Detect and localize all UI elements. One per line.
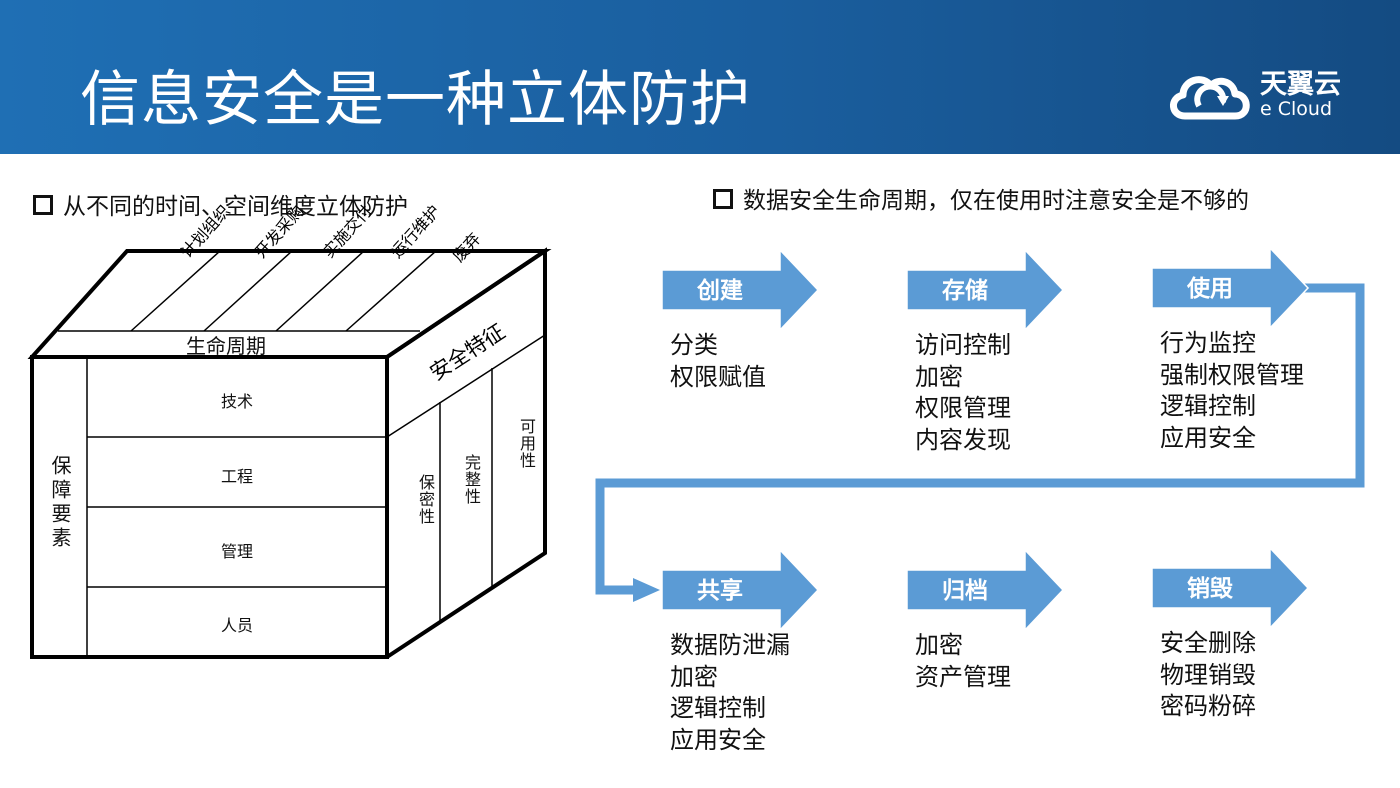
stage-use-items: 行为监控 强制权限管理 逻辑控制 应用安全 bbox=[1160, 328, 1304, 454]
list-item: 权限赋值 bbox=[670, 362, 766, 391]
stage-archive-items: 加密 资产管理 bbox=[915, 630, 1011, 693]
list-item: 权限管理 bbox=[915, 394, 1011, 422]
arrow-shape-share bbox=[661, 548, 820, 632]
feature-availability: 可用性 bbox=[517, 418, 536, 469]
arrow-shape-store bbox=[906, 248, 1065, 332]
list-item: 逻辑控制 bbox=[670, 694, 766, 722]
list-item: 资产管理 bbox=[915, 662, 1011, 691]
stage-create-label: 创建 bbox=[697, 278, 743, 304]
list-item: 行为监控 bbox=[1160, 329, 1256, 357]
lifecycle-label: 生命周期 bbox=[186, 334, 266, 358]
stage-store-label: 存储 bbox=[942, 278, 988, 304]
arrow-shape-create bbox=[661, 248, 820, 332]
stage-store-items: 访问控制 加密 权限管理 内容发现 bbox=[915, 330, 1011, 456]
side-label: 保障要素 bbox=[48, 455, 72, 551]
list-item: 访问控制 bbox=[915, 331, 1011, 359]
header-banner: 信息安全是一种立体防护 天翼云 e Cloud bbox=[0, 0, 1400, 154]
list-item: 密码粉碎 bbox=[1160, 692, 1256, 720]
row-label-engineering: 工程 bbox=[220, 467, 253, 486]
cloud-logo-icon bbox=[1170, 76, 1250, 120]
right-heading: 数据安全生命周期，仅在使用时注意安全是不够的 bbox=[713, 186, 1249, 216]
flow-connector-arrowhead bbox=[633, 578, 660, 602]
stage-share-items: 数据防泄漏 加密 逻辑控制 应用安全 bbox=[670, 630, 790, 756]
stage-create-items: 分类 权限赋值 bbox=[670, 330, 766, 393]
stage-share-label: 共享 bbox=[697, 578, 743, 604]
list-item: 加密 bbox=[915, 631, 963, 659]
list-item: 加密 bbox=[915, 362, 963, 391]
row-label-personnel: 人员 bbox=[220, 616, 253, 635]
flow-connector-line bbox=[595, 283, 1365, 595]
right-heading-text: 数据安全生命周期，仅在使用时注意安全是不够的 bbox=[743, 188, 1249, 214]
stage-destroy-items: 安全删除 物理销毁 密码粉碎 bbox=[1160, 628, 1256, 723]
feature-confidentiality: 保密性 bbox=[416, 474, 435, 525]
row-label-management: 管理 bbox=[220, 542, 253, 561]
logo-chinese-text: 天翼云 bbox=[1260, 69, 1341, 100]
list-item: 应用安全 bbox=[1160, 423, 1256, 452]
arrow-shape-destroy bbox=[1151, 546, 1310, 630]
row-label-tech: 技术 bbox=[220, 392, 253, 411]
slide-title: 信息安全是一种立体防护 bbox=[80, 65, 751, 135]
list-item: 强制权限管理 bbox=[1160, 360, 1304, 389]
list-item: 内容发现 bbox=[915, 425, 1011, 454]
list-item: 加密 bbox=[670, 662, 718, 691]
security-cube: 计划组织 开发采购 实施交付 运行维护 废弃 安全特征 bbox=[27, 201, 552, 659]
logo-english-text: e Cloud bbox=[1260, 98, 1333, 120]
left-heading-text: 从不同的时间、空间维度立体防护 bbox=[63, 194, 408, 220]
list-item: 逻辑控制 bbox=[1160, 392, 1256, 420]
left-heading: 从不同的时间、空间维度立体防护 bbox=[33, 192, 408, 222]
stage-archive-label: 归档 bbox=[942, 578, 988, 604]
ecloud-logo: 天翼云 e Cloud bbox=[1165, 66, 1350, 126]
list-item: 应用安全 bbox=[670, 725, 766, 754]
arrow-shape-archive bbox=[906, 548, 1065, 632]
list-item: 安全删除 bbox=[1160, 629, 1256, 657]
feature-integrity: 完整性 bbox=[462, 454, 481, 505]
list-item: 分类 bbox=[670, 331, 718, 359]
list-item: 物理销毁 bbox=[1160, 660, 1256, 689]
bullet-square-icon bbox=[713, 189, 733, 209]
stage-use-label: 使用 bbox=[1187, 276, 1233, 302]
stage-destroy-label: 销毁 bbox=[1187, 576, 1233, 602]
bullet-square-icon bbox=[33, 195, 53, 215]
arrow-shape-use bbox=[1151, 246, 1310, 330]
list-item: 数据防泄漏 bbox=[670, 631, 790, 659]
